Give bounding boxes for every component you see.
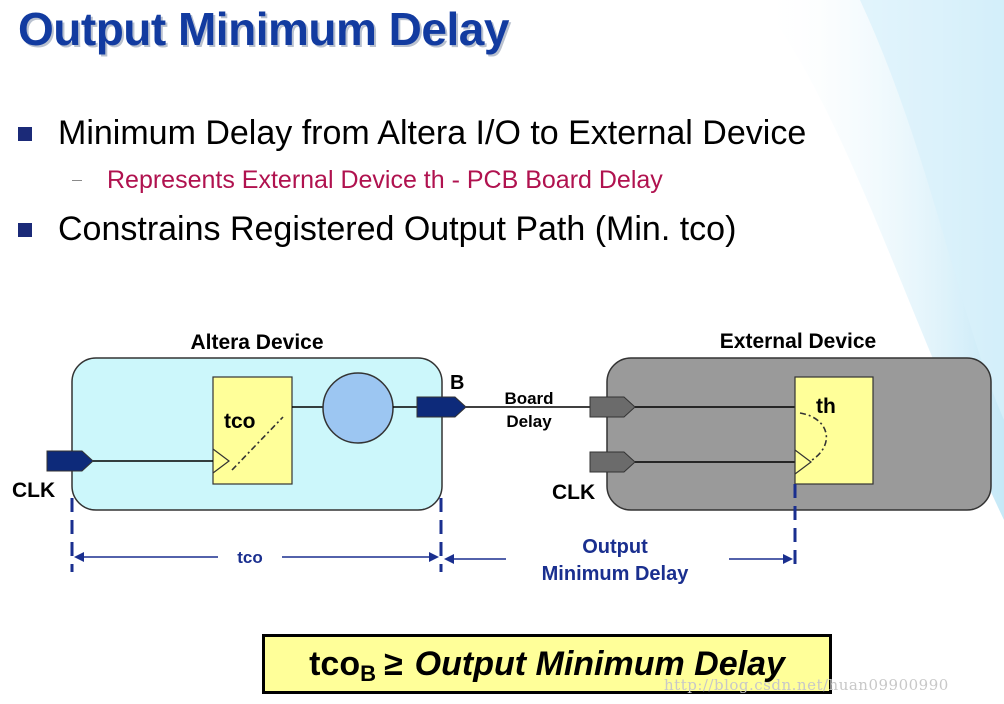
external-clk-pin (589, 451, 636, 473)
bullet-text: Constrains Registered Output Path (Min. … (58, 210, 737, 248)
clk-left-pin (46, 450, 94, 472)
watermark-url: http://blog.csdn.net/huan09900990 (664, 676, 949, 694)
external-data-pin (589, 396, 636, 418)
bullet-square-icon (18, 126, 32, 141)
omd-arrowhead-right (783, 554, 793, 564)
altera-device-label: Altera Device (190, 331, 323, 354)
tco-dashdot (231, 416, 284, 471)
clock-input-triangle (212, 448, 230, 474)
omd-arrowhead-left (444, 554, 454, 564)
external-flipflop (794, 376, 874, 485)
altera-flipflop (212, 376, 293, 485)
tco-span-label: tco (237, 548, 263, 567)
slide-title: Output Minimum Delay (18, 3, 509, 55)
tco-arrowhead-left (74, 552, 84, 562)
external-clock-triangle (794, 449, 812, 475)
pin-b-label: B (450, 372, 464, 394)
external-flipflop-th: th (816, 395, 836, 418)
timing-diagram: Altera Device tco CLK B Board Delay Exte… (12, 330, 992, 585)
omd-label-line1: Output (582, 536, 648, 558)
dash-icon (72, 179, 82, 182)
bullet-text: Minimum Delay from Altera I/O to Externa… (58, 114, 807, 152)
altera-flipflop-tco: tco (224, 410, 256, 433)
sub-bullet: Represents External Device th - PCB Boar… (72, 166, 663, 195)
tco-arrowhead-right (429, 552, 439, 562)
board-delay-line2: Delay (506, 412, 552, 431)
formula-subscript: B (360, 661, 376, 686)
bullet-square-icon (18, 222, 32, 237)
formula-operator: ≥ (383, 644, 403, 683)
omd-label-line2: Minimum Delay (542, 563, 690, 585)
formula-lhs: tco (309, 644, 361, 683)
formula-rhs: Output Minimum Delay (414, 644, 785, 683)
sub-bullet-text: Represents External Device th - PCB Boar… (107, 166, 663, 194)
th-dashdot-curve (799, 412, 828, 461)
bullet-constrains: Constrains Registered Output Path (Min. … (18, 210, 736, 249)
combinational-logic-circle (322, 372, 394, 444)
bullet-minimum-delay: Minimum Delay from Altera I/O to Externa… (18, 114, 806, 153)
clk-left-label: CLK (12, 479, 55, 502)
output-pin-b (416, 396, 467, 418)
board-delay-line1: Board (504, 389, 553, 408)
clk-right-label: CLK (552, 481, 595, 504)
external-device-label: External Device (720, 330, 876, 353)
